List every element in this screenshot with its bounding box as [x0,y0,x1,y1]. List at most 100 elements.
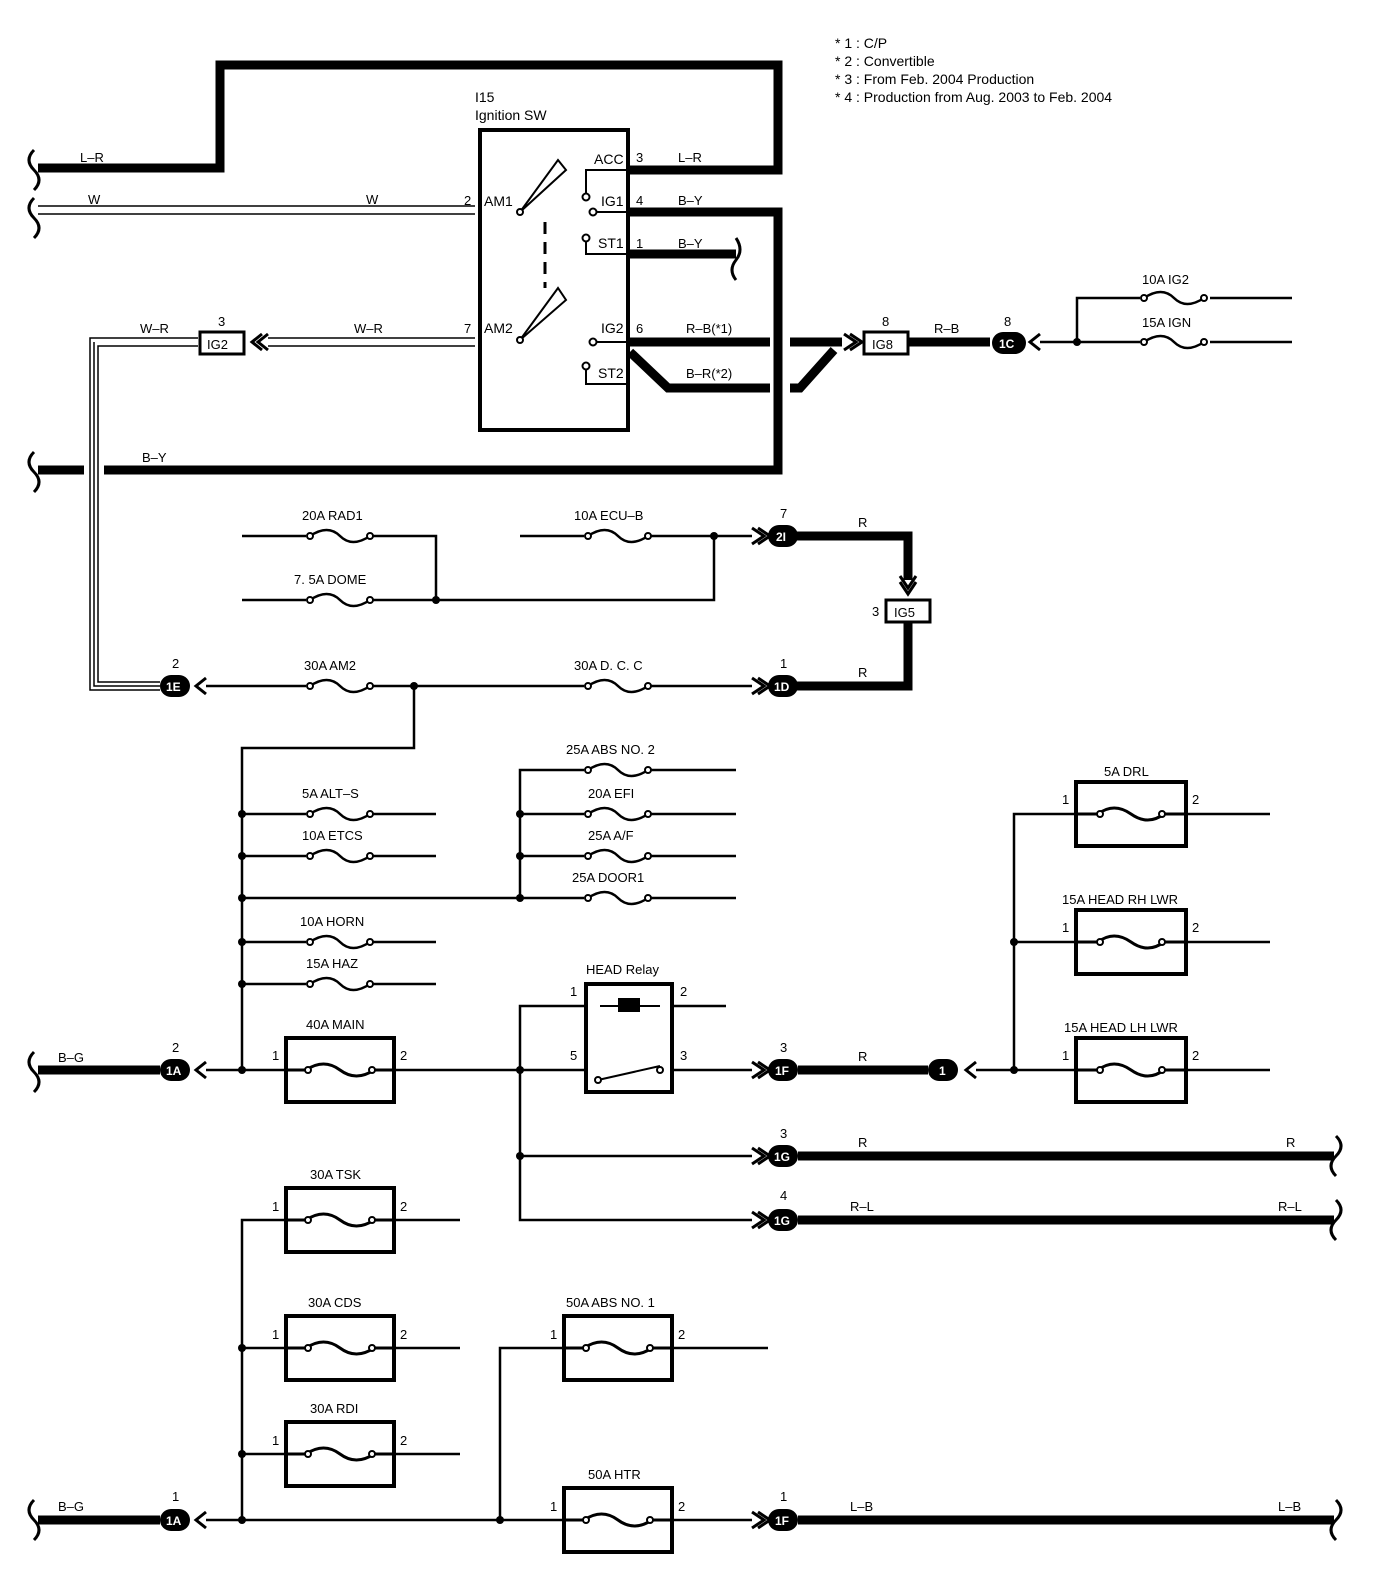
rad-dome-section: R R [242,515,913,691]
connector-1a-bot-label: 1A [166,1514,182,1528]
junction [710,532,718,540]
fuse-end [582,1516,590,1524]
fuse-head-rh-label: 15A HEAD RH LWR [1062,892,1178,907]
wire-w-r-left [89,337,198,691]
fuse-end [644,532,652,540]
fuse-ecu-b-label: 10A ECU–B [574,508,643,523]
fuse-symbol [309,848,371,864]
wire-b-y-ig1 [104,207,783,475]
fuse-head-lh-pin2: 2 [1192,1048,1199,1063]
connector-1g-3-label: 1G [774,1150,790,1164]
fuse-etcs: 10A ETCS [302,828,374,864]
fuse-dcc: 30A D. C. C [574,658,652,694]
fuse-symbol [1076,806,1186,822]
connector-arrow [751,1510,773,1530]
connector-1e: 1E 2 [160,656,752,697]
relay-wires [518,1004,726,1070]
connector-arrow [1027,332,1041,352]
break-mark [27,1050,41,1094]
label-r-1g-right: R [1286,1135,1295,1150]
fuse-am2: 30A AM2 [304,658,374,694]
connector-arrow [193,1060,207,1080]
label-l-r-left: L–R [80,150,104,165]
fuse-main-pin1: 1 [272,1048,279,1063]
fuse-abs1-pin2: 2 [678,1327,685,1342]
fuse-am2-label: 30A AM2 [304,658,356,673]
fuse-end [368,1066,376,1074]
fuse-htr: 50A HTR 1 2 [550,1467,685,1554]
junction [238,1344,246,1352]
contact-ig1 [588,207,598,217]
fuse-abs1: 50A ABS NO. 1 1 2 [550,1295,685,1382]
connector-ig8-box [862,330,910,356]
fuse-end [306,596,314,604]
ignition-switch-code: I15 [475,89,495,105]
label-r-l-1g-left: R–L [850,1199,874,1214]
fuse-symbol [587,528,649,544]
bottom-section: B–G 1A 1 1F 1 L–B L–B [38,1218,1343,1542]
fuse-rad1: 20A RAD1 [302,508,374,544]
terminal-ig1: IG1 [601,193,624,209]
connector-1a-bot-shape [160,1509,190,1531]
junction [516,852,524,860]
connector-arrow [249,332,269,352]
connector-1g-4-shape [768,1209,798,1231]
connector-arrow [963,1060,977,1080]
fuse-end [368,1450,376,1458]
break-mark [1329,1198,1343,1242]
connector-1-shape [928,1059,958,1081]
fuse-symbol [1143,334,1205,350]
connector-arrow [751,1060,773,1080]
label-r-2i: R [858,515,867,530]
connector-1g-4-label: 1G [774,1214,790,1228]
relay-pin-5: 5 [570,1048,577,1063]
pin-ig2: 6 [636,321,643,336]
connector-arrow [193,1510,207,1530]
fuse-ig2: 10A IG2 [1140,272,1208,306]
junction [238,938,246,946]
terminal-am2: AM2 [484,320,513,336]
contact-am1 [516,208,524,216]
fuse-abs1-label: 50A ABS NO. 1 [566,1295,655,1310]
label-r-1d: R [858,665,867,680]
connector-ig2-pin: 3 [218,314,225,329]
fuse-end [306,682,314,690]
fuse-abs1-pin1: 1 [550,1327,557,1342]
fuse-head-rh-pin1: 1 [1062,920,1069,935]
label-r-l-1g-right: R–L [1278,1199,1302,1214]
fuse-rdi-label: 30A RDI [310,1401,358,1416]
connector-1a-top-shape [160,1059,190,1081]
connector-1d-label: 1D [774,680,790,694]
label-r-1g-left: R [858,1135,867,1150]
fuse-af-label: 25A A/F [588,828,634,843]
bus-vertical-left [240,686,416,1072]
fuse-tsk-pin1: 1 [272,1199,279,1214]
fuse-ign: 15A IGN [1140,315,1208,350]
junction [432,596,440,604]
fuse-end [366,938,374,946]
junction [238,1450,246,1458]
fuse-end [304,1066,312,1074]
fuse-symbol [309,592,371,608]
fuse-symbol [309,934,371,950]
fuse-ign-label: 15A IGN [1142,315,1191,330]
notes: * 1 : C/P * 2 : Convertible * 3 : From F… [835,35,1112,105]
connector-2i-pin: 7 [780,506,787,521]
wire-b-r-join [790,346,838,393]
fuse-end [1096,938,1104,946]
connector-1g-4-pin: 4 [780,1188,787,1203]
contact-ig2 [588,337,598,347]
connector-arrow [751,676,773,696]
connector-ig8-label: IG8 [872,337,893,352]
connector-1e-label: 1E [166,680,181,694]
pin-am2: 7 [464,321,471,336]
top-wire-labels: L–R W W L–R B–Y B–Y R–B(*1) B–R(*2) W–R … [80,150,959,465]
fuse-end [584,852,592,860]
fuse-end [582,1344,590,1352]
fuse-symbol [587,848,649,864]
connector-1f-bot-pin: 1 [780,1489,787,1504]
fuse-end [584,894,592,902]
top-wiring [38,60,1292,691]
fuse-head-rh: 15A HEAD RH LWR 1 2 [1062,892,1199,976]
fuse-tsk-pin2: 2 [400,1199,407,1214]
